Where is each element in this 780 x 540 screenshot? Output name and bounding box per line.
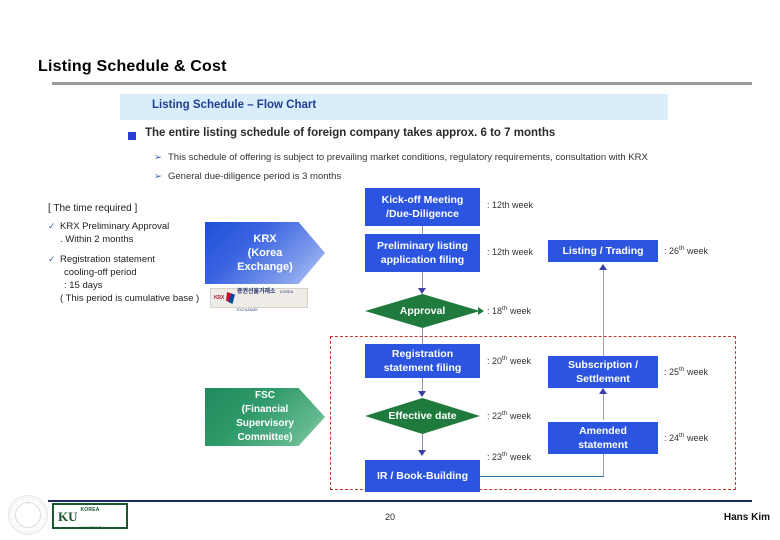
university-seal-inner-ring [15, 502, 41, 528]
flow-node-kickoff-line-2: /Due-Diligence [386, 208, 459, 220]
check-icon-1: ✓ [48, 221, 56, 231]
flow-node-kickoff[interactable]: Kick-off Meeting /Due-Diligence [365, 188, 480, 226]
week-label-registration: : 20th week [487, 355, 531, 366]
flow-node-preliminary-line-2: application filing [380, 254, 465, 266]
flow-node-preliminary-filing[interactable]: Preliminary listing application filing [365, 234, 480, 272]
arrow-bullet-icon-2: ➢ [154, 171, 162, 182]
university-seal-icon [8, 495, 48, 535]
week-label-ir: : 23th week [487, 451, 531, 462]
fsc-line-2: (Financial [241, 404, 289, 415]
krx-line-3: Exchange) [237, 261, 293, 273]
week-label-amended: : 24th week [664, 432, 708, 443]
title-divider [52, 82, 752, 85]
krx-logo: KRX 증권선물거래소 KOREA EXCHANGE [210, 288, 308, 312]
flow-node-registration-line-1: Registration [391, 348, 454, 360]
flow-node-effective-label: Effective date [388, 410, 457, 422]
arrowhead-approval-right [478, 307, 484, 315]
time-required-item-2-line-1: Registration statement [60, 254, 156, 265]
flow-node-subscription-line-1: Subscription / [567, 359, 638, 371]
time-required-item-1-line-2: . Within 2 months [60, 234, 134, 245]
ku-logo-name: KOREA [80, 507, 100, 513]
page-title: Listing Schedule & Cost [38, 58, 227, 75]
arrowhead-amended-subscription [599, 388, 607, 394]
authority-fsc-arrow: FSC (Financial Supervisory Committee) [205, 388, 325, 446]
flow-node-amended-line-1: Amended [579, 425, 627, 437]
week-label-kickoff: : 12th week [487, 200, 534, 210]
week-label-approval: : 18th week [487, 305, 531, 316]
week-label-subscription: : 25th week [664, 366, 708, 377]
ku-logo-subtitle: UNIVERSITY [80, 526, 104, 530]
time-required-item-2-line-3: : 15 days [64, 280, 103, 291]
arrowhead-subscription-listing [599, 264, 607, 270]
fsc-line-3: Supervisory [236, 418, 294, 429]
krx-line-2: (Korea [247, 247, 283, 259]
ku-logo-wordmark: KOREA UNIVERSITY [81, 498, 127, 534]
sub-bullet-text-1: This schedule of offering is subject to … [168, 152, 648, 163]
flow-node-registration-line-2: statement filing [383, 362, 462, 374]
time-required-item-2: ✓ Registration statement cooling-off per… [48, 253, 223, 305]
connector-registration-effective [422, 378, 423, 396]
week-label-listing: : 26th week [664, 245, 708, 256]
flow-node-ir-book-building[interactable]: IR / Book-Building [365, 460, 480, 492]
time-required-box: [ The time required ] ✓ KRX Preliminary … [48, 203, 223, 312]
fsc-line-1: FSC [255, 390, 275, 401]
page-number: 20 [384, 512, 395, 522]
connector-approval-registration [422, 328, 423, 344]
week-label-preliminary: : 12th week [487, 247, 534, 257]
section-band-label: Listing Schedule – Flow Chart [152, 99, 317, 111]
krx-swoosh-icon [225, 292, 235, 304]
authority-krx-arrow: KRX (Korea Exchange) [205, 222, 325, 284]
content-panel: Listing Schedule – Flow Chart The entire… [120, 92, 680, 492]
flow-node-listing-label: Listing / Trading [562, 245, 644, 257]
flow-node-subscription-line-2: Settlement [576, 373, 630, 385]
connector-prelim-approval [422, 272, 423, 292]
connector-effective-ir [422, 434, 423, 454]
flow-node-amended-line-2: statement [578, 439, 628, 451]
flow-node-listing-trading[interactable]: Listing / Trading [548, 240, 658, 262]
sub-bullet-text-2: General due-diligence period is 3 months [168, 171, 342, 182]
author-name: Hans Kim [723, 512, 770, 523]
ku-logo-initials: KU [58, 508, 78, 524]
flow-node-approval-label: Approval [399, 305, 446, 317]
flow-node-preliminary-line-1: Preliminary listing [376, 240, 469, 252]
krx-logo-korean: 증권선물거래소 [236, 289, 276, 295]
krx-logo-mark: KRX [214, 295, 224, 301]
connector-kickoff-prelim [422, 226, 423, 240]
arrowhead-registration-effective [418, 391, 426, 397]
flow-node-registration[interactable]: Registration statement filing [365, 344, 480, 378]
connector-subscription-listing [603, 266, 604, 356]
flow-node-kickoff-line-1: Kick-off Meeting [381, 194, 464, 206]
krx-logo-english: KOREA EXCHANGE [236, 290, 293, 312]
week-label-effective: : 22th week [487, 410, 531, 421]
flow-node-amended-statement[interactable]: Amended statement [548, 422, 658, 454]
arrowhead-effective-ir [418, 450, 426, 456]
time-required-item-1: ✓ KRX Preliminary Approval . Within 2 mo… [48, 220, 223, 246]
connector-ir-amended-vertical [603, 454, 604, 476]
flow-node-ir-label: IR / Book-Building [377, 470, 468, 482]
check-icon-2: ✓ [48, 254, 56, 264]
krx-logo-text: 증권선물거래소 KOREA EXCHANGE [237, 280, 307, 316]
time-required-heading: [ The time required ] [48, 203, 138, 214]
ku-logo: KU KOREA UNIVERSITY [52, 503, 128, 530]
krx-line-1: KRX [253, 233, 277, 245]
connector-amended-subscription [603, 390, 604, 420]
flow-node-subscription-settlement[interactable]: Subscription / Settlement [548, 356, 658, 388]
section-band [120, 94, 668, 120]
arrowhead-prelim-approval [418, 288, 426, 294]
time-required-item-2-line-4: ( This period is cumulative base ) [60, 293, 200, 304]
arrow-bullet-icon-1: ➢ [154, 152, 162, 163]
main-bullet-text: The entire listing schedule of foreign c… [145, 127, 556, 139]
fsc-line-4: Committee) [237, 432, 293, 443]
time-required-item-1-line-1: KRX Preliminary Approval [60, 221, 170, 232]
dotted-highlight-region [330, 336, 736, 490]
time-required-item-2-line-2: cooling-off period [64, 267, 137, 278]
connector-ir-amended-horizontal [480, 476, 604, 477]
footer-divider [48, 500, 752, 502]
square-bullet-icon [128, 132, 136, 140]
